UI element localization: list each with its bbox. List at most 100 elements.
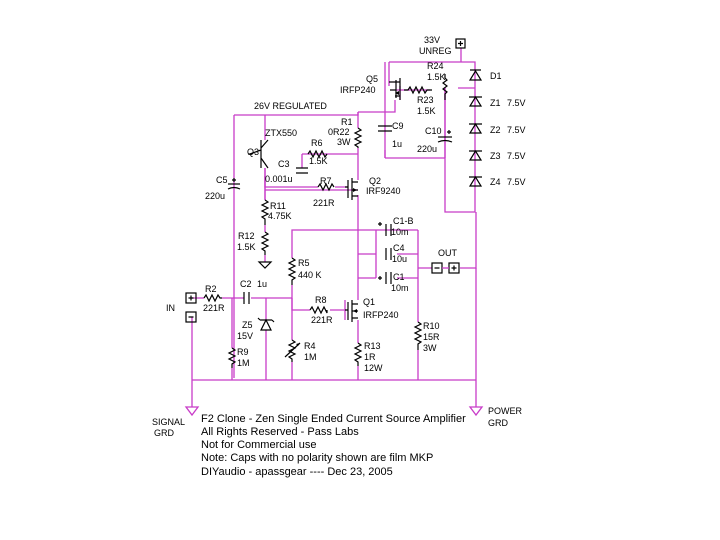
signal-ground-label-2: GRD [154, 428, 175, 438]
resistor-r10 [413, 321, 423, 350]
c2-name: C2 [240, 279, 252, 289]
r6-name: R6 [311, 138, 323, 148]
r10-power: 3W [423, 343, 437, 353]
resistor-r24 [442, 74, 448, 100]
diode-stack [468, 69, 483, 187]
note-commercial: Not for Commercial use [201, 439, 317, 451]
z1-name: Z1 [490, 98, 501, 108]
c2-value: 1u [257, 279, 267, 289]
input-terminals [185, 292, 197, 323]
resistor-r5 [287, 257, 297, 285]
capacitor-c4 [385, 248, 392, 260]
capacitor-c10 [437, 130, 453, 143]
r1-power: 3W [337, 137, 351, 147]
signal-ground-symbol [184, 406, 200, 417]
mosfet-q1 [345, 300, 358, 322]
c1b-name: C1-B [393, 216, 414, 226]
z2-name: Z2 [490, 125, 501, 135]
supply-label-1: 33V [424, 35, 440, 45]
c5-name: C5 [216, 175, 228, 185]
mosfet-q2 [345, 178, 358, 200]
c3-value: 0.001u [265, 174, 293, 184]
q5-name: Q5 [366, 74, 378, 84]
capacitor-c9 [378, 125, 392, 132]
z2-value: 7.5V [507, 125, 526, 135]
note-rights: All Rights Reserved - Pass Labs [201, 426, 359, 438]
r13-name: R13 [364, 341, 381, 351]
in-label: IN [166, 303, 175, 313]
r6-value: 1.5K [309, 156, 328, 166]
r12-value: 1.5K [237, 242, 256, 252]
resistor-r13 [353, 342, 363, 366]
supply-label-2: UNREG [419, 46, 452, 56]
r12-name: R12 [238, 231, 255, 241]
zener-z5 [257, 317, 275, 331]
q2-value: IRF9240 [366, 186, 401, 196]
output-terminals [431, 262, 460, 274]
z4-name: Z4 [490, 177, 501, 187]
c4-name: C4 [393, 243, 405, 253]
r10-name: R10 [423, 321, 440, 331]
wires [191, 48, 477, 407]
r7-value: 221R [313, 198, 335, 208]
capacitor-c5 [227, 178, 241, 190]
c10-name: C10 [425, 126, 442, 136]
resistor-r7 [317, 182, 335, 192]
capacitor-c1 [378, 272, 392, 284]
c9-value: 1u [392, 139, 402, 149]
q5-value: IRFP240 [340, 85, 376, 95]
r4-value: 1M [304, 352, 317, 362]
r8-value: 221R [311, 315, 333, 325]
r5-value: 440 K [298, 270, 322, 280]
resistor-r6 [307, 149, 328, 159]
r23-value: 1.5K [417, 106, 436, 116]
potentiometer-r4 [284, 339, 301, 362]
note-author: DIYaudio - apassgear ---- Dec 23, 2005 [201, 466, 393, 478]
note-caps: Note: Caps with no polarity shown are fi… [201, 452, 434, 464]
resistor-r8 [309, 305, 328, 315]
r24-value: 1.5K [427, 72, 446, 82]
d1-name: D1 [490, 71, 502, 81]
r2-value: 221R [203, 303, 225, 313]
c4-value: 10u [392, 254, 407, 264]
r8-name: R8 [315, 295, 327, 305]
capacitor-c2 [243, 292, 250, 304]
r11-name: R11 [270, 201, 286, 211]
r10-value: 15R [423, 332, 440, 342]
power-ground-label-2: GRD [488, 418, 509, 428]
note-title: F2 Clone - Zen Single Ended Current Sour… [201, 413, 466, 425]
z5-value: 15V [237, 331, 253, 341]
power-ground-symbol [468, 406, 484, 417]
resistor-r2 [203, 293, 222, 303]
signal-ground-label-1: SIGNAL [152, 417, 185, 427]
r11-value: 4.75K [268, 211, 292, 221]
c10-value: 220u [417, 144, 437, 154]
q1-value: IRFP240 [363, 310, 399, 320]
r5-name: R5 [298, 258, 310, 268]
supply-terminal [455, 38, 466, 49]
resistor-r12 [260, 231, 270, 255]
q1-name: Q1 [363, 297, 375, 307]
q3-value: ZTX550 [265, 128, 297, 138]
reg-label: 26V REGULATED [254, 101, 327, 111]
z3-value: 7.5V [507, 151, 526, 161]
c1-value: 10m [391, 283, 409, 293]
c1-name: C1 [393, 272, 405, 282]
z3-name: Z3 [490, 151, 501, 161]
capacitor-c3 [296, 167, 308, 174]
c9-name: C9 [392, 121, 404, 131]
out-label: OUT [438, 248, 458, 258]
bjt-q3 [248, 139, 269, 169]
resistor-r11 [260, 199, 270, 225]
r23-name: R23 [417, 95, 434, 105]
r7-name: R7 [320, 176, 332, 186]
q3-name: Q3 [247, 147, 259, 157]
capacitor-c1b [378, 222, 392, 236]
resistor-r1 [353, 127, 363, 148]
r13-value: 1R [364, 352, 376, 362]
z4-value: 7.5V [507, 177, 526, 187]
power-ground-label-1: POWER [488, 406, 523, 416]
r13-power: 12W [364, 363, 383, 373]
r1-name: R1 [341, 117, 353, 127]
